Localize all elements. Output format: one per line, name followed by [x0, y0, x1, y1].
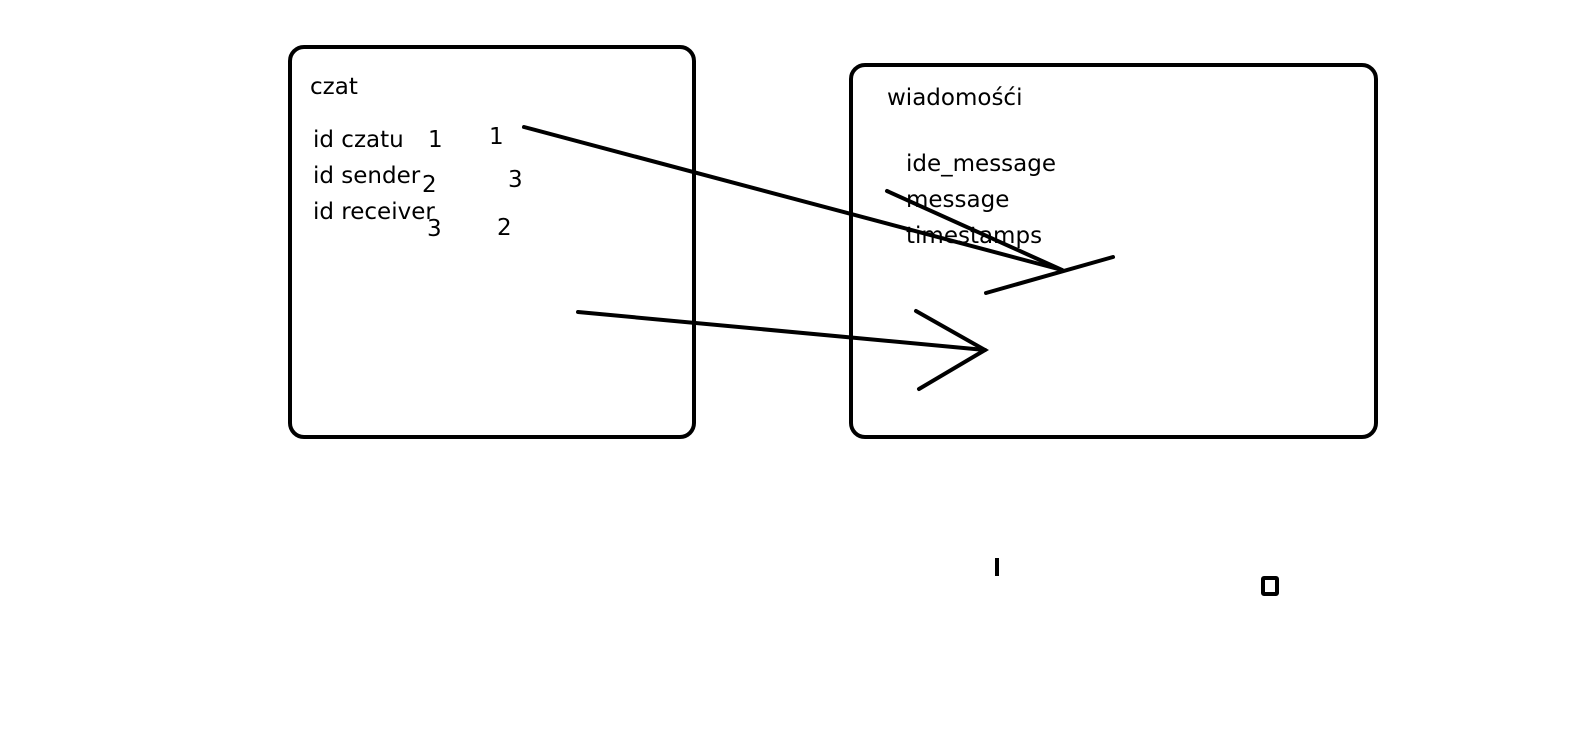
czat-value-col2-row1: 1	[489, 124, 504, 150]
wiadomosci-field-message: message	[906, 187, 1010, 213]
czat-value-col1-row3: 3	[427, 216, 442, 242]
wiadomosci-field-ide-message: ide_message	[906, 151, 1057, 177]
wiadomosci-table-box	[849, 63, 1378, 439]
czat-value-col2-row3: 2	[497, 215, 512, 241]
czat-value-col1-row1: 1	[428, 127, 443, 153]
czat-field-id-receiver: id receiver	[313, 199, 435, 225]
wiadomosci-title: wiadomośći	[887, 85, 1023, 111]
czat-field-id-sender: id sender	[313, 163, 421, 189]
czat-value-col2-row2: 3	[508, 167, 523, 193]
czat-table-box	[288, 45, 696, 439]
czat-value-col1-row2: 2	[422, 172, 437, 198]
czat-field-id-czatu: id czatu	[313, 127, 404, 153]
czat-title: czat	[310, 74, 358, 100]
stray-mark	[995, 558, 999, 576]
wiadomosci-field-timestamps: timestamps	[906, 223, 1043, 249]
stray-square	[1261, 576, 1279, 596]
